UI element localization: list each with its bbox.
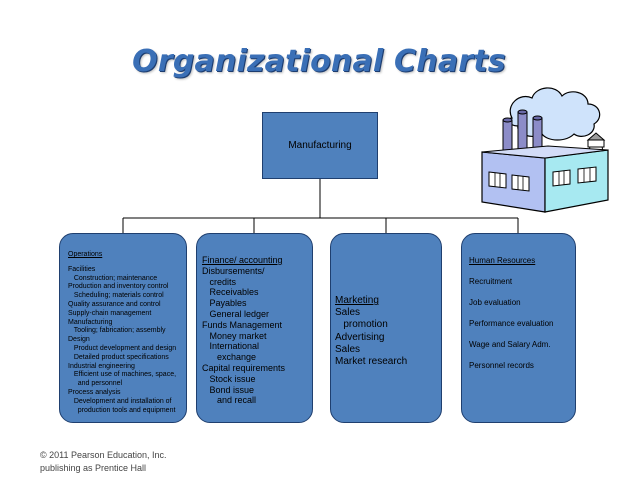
human-resources-item: Wage and Salary Adm.	[469, 340, 551, 349]
operations-heading: Operations	[68, 251, 103, 258]
human-resources-item: Personnel records	[469, 361, 534, 370]
operations-item: production tools and equipment	[68, 406, 176, 414]
operations-item: Product development and design	[68, 344, 177, 352]
finance-heading: Finance/ accounting	[202, 255, 283, 265]
finance-item: Disbursements/	[202, 265, 265, 276]
manufacturing-label: Manufacturing	[288, 140, 352, 151]
operations-item: Development and installation of	[68, 397, 172, 405]
human-resources-box: Human Resources Recruitment Job evaluati…	[461, 233, 576, 423]
finance-item: Funds Management	[202, 319, 283, 330]
human-resources-item: Performance evaluation	[469, 319, 554, 328]
manufacturing-box: Manufacturing	[262, 112, 378, 179]
human-resources-heading: Human Resources	[469, 256, 536, 265]
copyright-line: © 2011 Pearson Education, Inc.	[40, 450, 167, 460]
marketing-item: Sales	[335, 343, 361, 355]
operations-item: Detailed product specifications	[68, 353, 169, 361]
operations-item: Tooling; fabrication; assembly	[68, 327, 166, 335]
finance-item: Money market	[202, 330, 267, 341]
marketing-item: promotion	[335, 319, 388, 331]
operations-item: Production and inventory control	[68, 283, 169, 291]
finance-item: General ledger	[202, 308, 270, 319]
marketing-item: Sales	[335, 307, 361, 319]
finance-item: credits	[202, 276, 237, 287]
operations-item: Construction; maintenance	[68, 274, 158, 282]
marketing-heading: Marketing	[335, 295, 379, 306]
operations-item: Design	[68, 336, 90, 344]
finance-box: Finance/ accounting Disbursements/ credi…	[196, 233, 313, 423]
human-resources-item: Job evaluation	[469, 298, 521, 307]
finance-item: Payables	[202, 298, 247, 309]
human-resources-item: Recruitment	[469, 277, 513, 286]
operations-item: Process analysis	[68, 388, 121, 396]
finance-item: International	[202, 341, 260, 352]
operations-item: Scheduling; materials control	[68, 292, 164, 300]
finance-item: and recall	[202, 395, 257, 406]
publisher-line: publishing as Prentice Hall	[40, 463, 147, 473]
marketing-item: Market research	[335, 356, 408, 368]
operations-item: Industrial engineering	[68, 362, 135, 370]
operations-item: Manufacturing	[68, 318, 113, 326]
operations-item: Quality assurance and control	[68, 300, 161, 308]
marketing-box: Marketing Sales promotion Advertising Sa…	[330, 233, 442, 423]
finance-item: Stock issue	[202, 373, 256, 384]
operations-item: Facilities	[68, 265, 96, 273]
marketing-item: Advertising	[335, 331, 385, 343]
finance-item: exchange	[202, 352, 257, 363]
page-title: Organizational Charts	[132, 44, 506, 79]
factory-clipart-icon	[481, 87, 609, 213]
copyright-footer: © 2011 Pearson Education, Inc. publishin…	[40, 449, 167, 475]
finance-item: Receivables	[202, 287, 259, 298]
operations-item: Supply-chain management	[68, 309, 152, 317]
operations-item: and personnel	[68, 380, 123, 388]
finance-item: Capital requirements	[202, 362, 286, 373]
operations-box: Operations Facilities Construction; main…	[59, 233, 187, 423]
finance-item: Bond issue	[202, 384, 255, 395]
connector-lines	[122, 179, 519, 233]
operations-item: Efficient use of machines, space,	[68, 371, 177, 379]
